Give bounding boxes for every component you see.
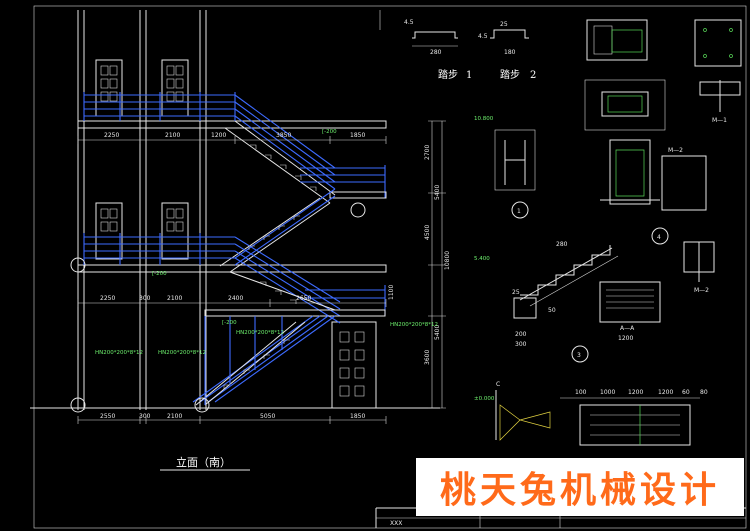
callout-circle <box>70 257 86 273</box>
beam-label: HN200*200*8*12 <box>390 322 438 328</box>
column-base-detail: 1 M—2 4 M—2 <box>494 129 715 294</box>
beam-label: HN200*200*8*12 <box>236 330 284 336</box>
dim-text: 2550 <box>100 413 115 420</box>
elevation-mark: 10.800 <box>474 116 494 122</box>
dim-text: 2650 <box>296 295 311 302</box>
dimension-row-3: 2550 300 2100 5050 1850 <box>77 413 387 424</box>
dim-text: 50 <box>548 307 556 314</box>
callout-number: 3 <box>577 352 581 359</box>
dim-text: 2100 <box>167 413 182 420</box>
dim-text: 300 <box>515 341 527 348</box>
callout-circle <box>70 397 86 413</box>
dim-text: 4.5 <box>478 33 488 40</box>
watermark-text: 桃天兔机械设计 <box>439 469 720 511</box>
dim-text: 1850 <box>350 132 365 139</box>
railing-top <box>83 92 387 204</box>
dim-text: 200 <box>515 331 527 338</box>
dim-text: 1200 <box>658 389 673 396</box>
dim-text: 1000 <box>600 389 615 396</box>
dim-text: 5400 <box>434 325 441 340</box>
part-label: M—2 <box>694 287 709 294</box>
dim-text: 1200 <box>628 389 643 396</box>
callout-circle <box>194 397 210 413</box>
railing-bottom <box>192 144 336 406</box>
dim-text: 2100 <box>167 295 182 302</box>
dim-text: 4500 <box>424 225 431 240</box>
section-label: A—A <box>620 325 635 332</box>
part-label: M—1 <box>712 117 727 124</box>
channel-label: [-200 <box>152 271 167 277</box>
callout-circle <box>651 227 669 245</box>
dim-text: 3600 <box>424 350 431 365</box>
elevation-mark: 5.400 <box>474 256 490 262</box>
dim-text: 5050 <box>260 413 275 420</box>
dim-text: 2250 <box>100 295 115 302</box>
dim-text: 2400 <box>228 295 243 302</box>
dim-text: 1200 <box>211 132 226 139</box>
step-details: 280 4.5 4.5 25 180 踏步 1 踏步 2 <box>404 19 536 81</box>
dim-text: 180 <box>504 49 516 56</box>
dim-text: 60 <box>682 389 690 396</box>
step-label: 踏步 <box>438 68 458 81</box>
dim-text: 10800 <box>444 251 451 270</box>
dim-text: 2700 <box>424 145 431 160</box>
handrail-detail: C 100 1000 1200 1200 60 80 <box>495 381 708 446</box>
dim-text: 1200 <box>618 335 633 342</box>
step-label: 踏步 <box>500 68 520 81</box>
vertical-dimensions: 2700 5400 4500 10800 5400 3600 1100 10.8… <box>388 116 495 409</box>
stair-section-detail: 280 200 300 25 50 3 A—A 1200 <box>512 241 661 363</box>
title-block-company: XXX <box>390 520 402 527</box>
callout-circle <box>571 345 589 363</box>
dimension-row-2: 2250 300 2100 2400 2650 <box>77 295 387 307</box>
railing-middle <box>83 188 386 324</box>
callout-number: 4 <box>657 234 661 241</box>
watermark-banner: 桃天兔机械设计 <box>416 458 744 516</box>
floor-slab-3 <box>77 120 387 129</box>
dim-text: 1850 <box>350 413 365 420</box>
step-number: 2 <box>530 70 536 81</box>
floor-slab-2 <box>77 264 387 273</box>
dim-text: 4.5 <box>404 19 414 26</box>
beam-label: HN200*200*8*12 <box>95 350 143 356</box>
dim-text: 100 <box>575 389 587 396</box>
step-number: 1 <box>466 70 472 81</box>
beam-label: HN200*200*8*12 <box>158 350 206 356</box>
connection-detail-top: M—1 <box>584 19 742 131</box>
dim-text: 25 <box>500 21 508 28</box>
dimension-row-1: 2250 2100 1200 3850 1850 <box>77 132 387 144</box>
dim-text: 5400 <box>434 185 441 200</box>
part-label: M—2 <box>668 147 683 154</box>
dim-text: 25 <box>512 289 520 296</box>
drawing-frame <box>33 5 747 529</box>
dim-text: 280 <box>430 49 442 56</box>
callout-number: 1 <box>517 208 521 215</box>
dim-text: 80 <box>700 389 708 396</box>
callout-circle <box>511 201 529 219</box>
channel-label: [-200 <box>322 129 337 135</box>
elevation-title: 立面（南） <box>176 455 231 469</box>
dim-text: 1100 <box>388 285 395 300</box>
dim-text: 3850 <box>276 132 291 139</box>
dim-text: 300 <box>139 413 151 420</box>
dim-text: 2250 <box>104 132 119 139</box>
elevation-mark: ±0.000 <box>474 396 495 402</box>
callout-circle <box>350 202 366 218</box>
dim-text: 2100 <box>165 132 180 139</box>
dim-text: 300 <box>139 295 151 302</box>
dim-text: 280 <box>556 241 568 248</box>
callout-letter: C <box>496 381 500 388</box>
elevation-view: 2250 2100 1200 3850 1850 2250 300 2100 2… <box>30 10 495 471</box>
channel-label: [-200 <box>222 320 237 326</box>
